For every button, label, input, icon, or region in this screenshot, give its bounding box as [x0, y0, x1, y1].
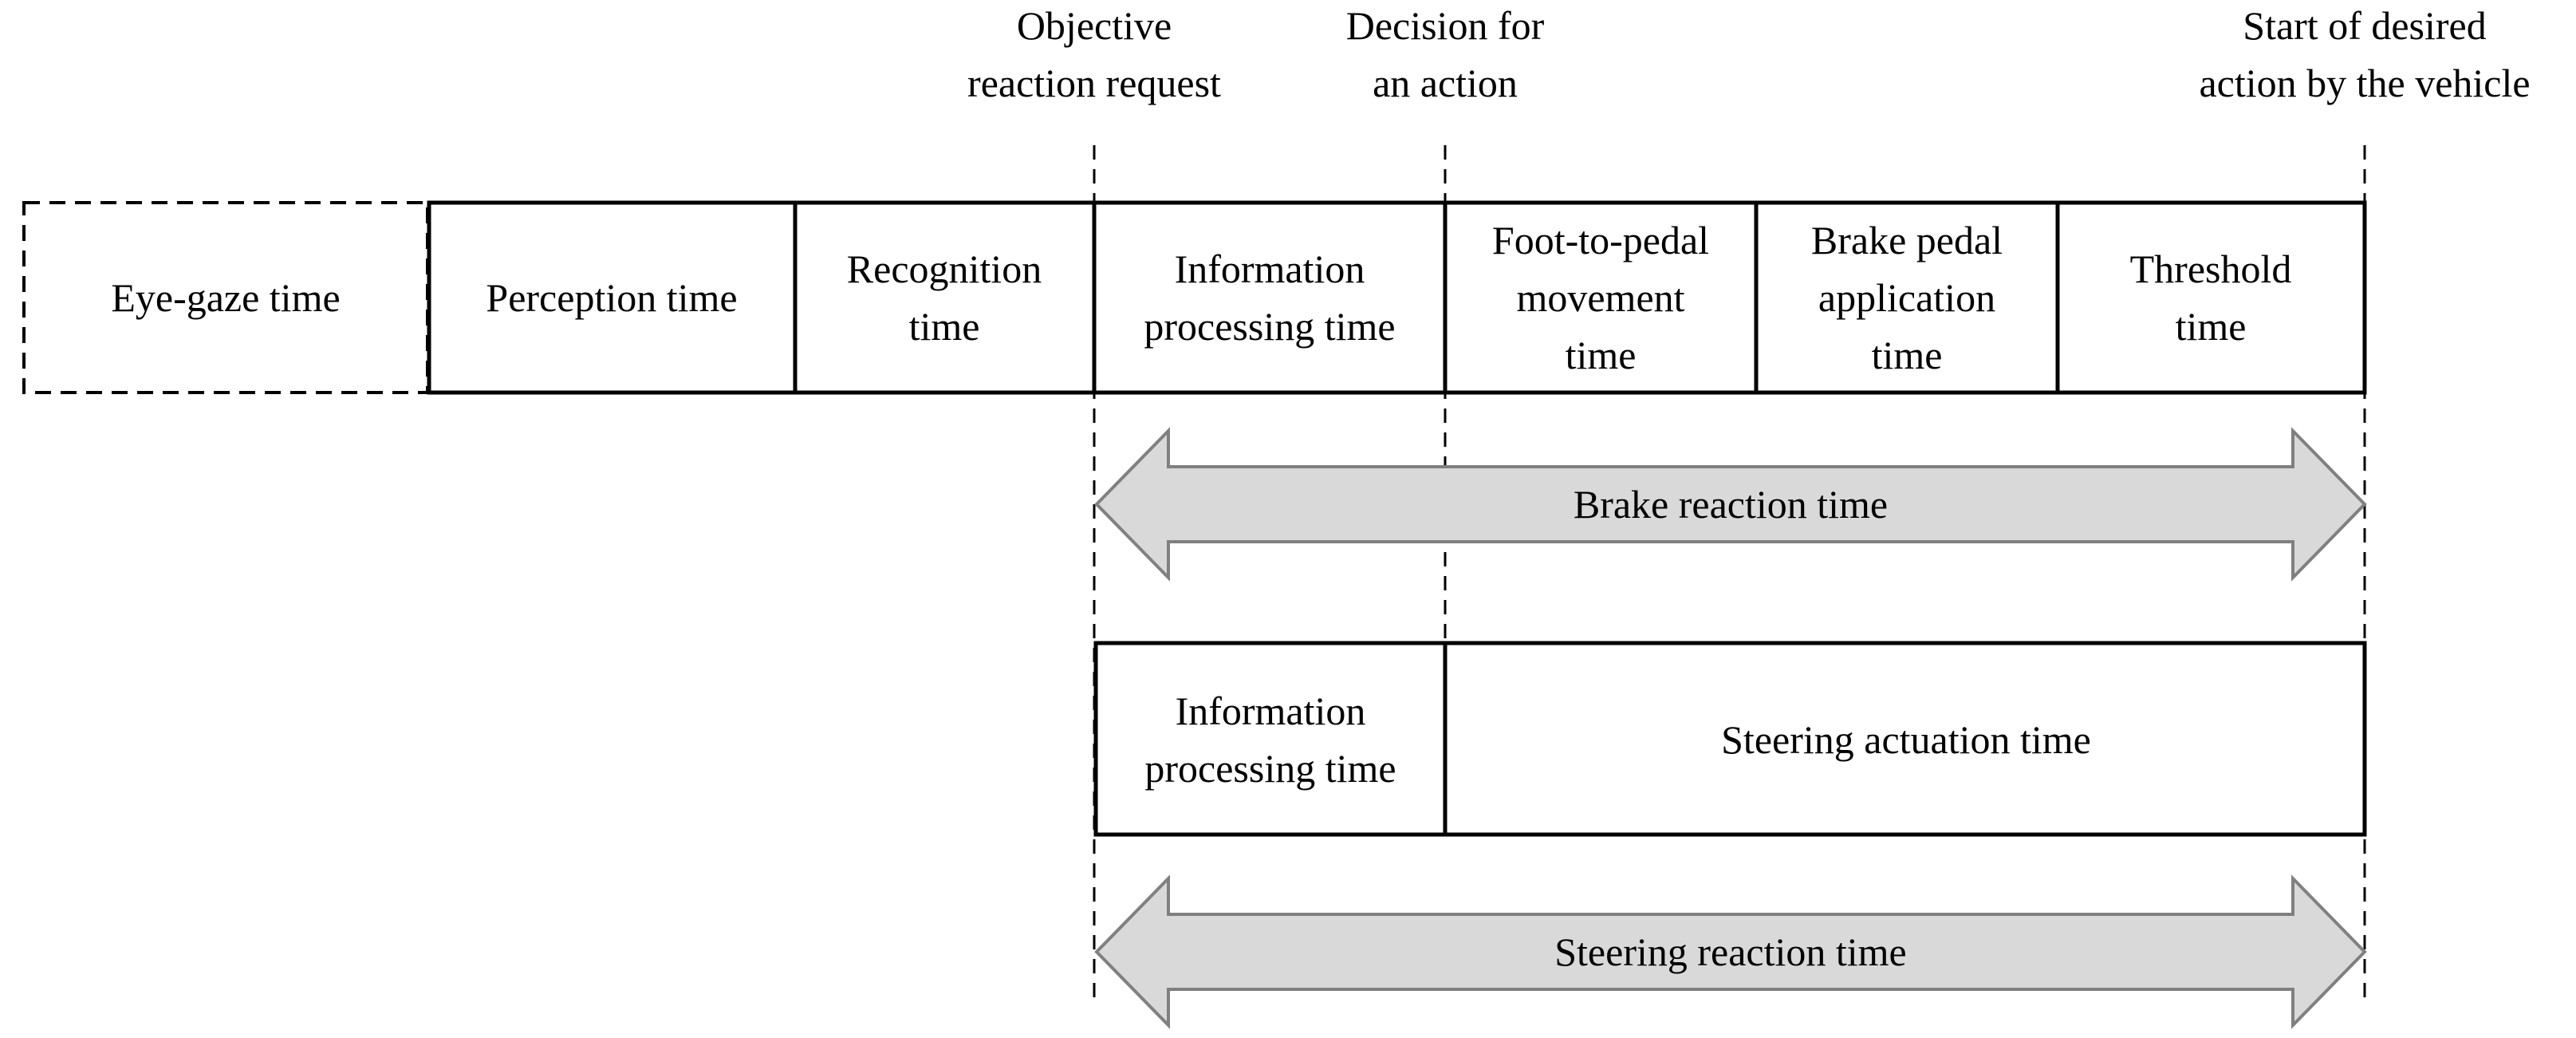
recognition-label: Recognition time	[847, 247, 1042, 349]
steering-row-frame	[1093, 641, 2367, 837]
steering-arrow-shape	[1094, 874, 2367, 1029]
text-line: Brake pedal	[1811, 218, 2003, 262]
steering-row: Information processing time Steering actu…	[1093, 641, 2367, 837]
text-line: time	[1566, 333, 1637, 377]
brake-pedal-label: Brake pedal application time	[1811, 218, 2003, 377]
brake-arrow-shape	[1094, 427, 2367, 582]
brake-arrow-label: Brake reaction time	[1574, 482, 1888, 527]
milestone-reaction-request: Objective reaction request	[967, 3, 1221, 105]
foot-to-pedal-label: Foot-to-pedal movement time	[1492, 218, 1709, 377]
text-line: Objective	[1017, 3, 1172, 48]
text-line: Recognition	[847, 247, 1042, 291]
eye-gaze-label: Eye-gaze time	[111, 275, 340, 320]
top-row: Eye-gaze time Perception time Recognitio…	[22, 200, 2367, 395]
milestone-action-start: Start of desired action by the vehicle	[2199, 3, 2530, 105]
milestone-decision: Decision for an action	[1346, 3, 1545, 105]
text-line: Information	[1176, 689, 1366, 733]
threshold-label: Threshold time	[2130, 247, 2292, 349]
text-line: Perception time	[486, 275, 737, 320]
steering-actuation-label: Steering actuation time	[1721, 717, 2091, 762]
text-line: reaction request	[967, 61, 1221, 105]
text-line: processing time	[1144, 304, 1395, 349]
top-row-frame	[427, 200, 2367, 395]
text-line: time	[909, 304, 980, 349]
perception-label: Perception time	[486, 275, 737, 320]
steering-info-processing-label: Information processing time	[1144, 689, 1396, 791]
steering-reaction-arrow: Steering reaction time	[1094, 874, 2367, 1029]
eye-gaze-box	[22, 201, 429, 394]
text-line: Eye-gaze time	[111, 275, 340, 320]
steering-arrow-label: Steering reaction time	[1554, 929, 1907, 974]
text-line: Information	[1175, 247, 1365, 291]
text-line: action by the vehicle	[2199, 61, 2530, 105]
text-line: Threshold	[2130, 247, 2292, 291]
info-processing-label: Information processing time	[1144, 247, 1395, 349]
text-line: time	[1872, 333, 1943, 377]
text-line: an action	[1373, 61, 1518, 105]
text-line: processing time	[1144, 746, 1396, 791]
text-line: movement	[1516, 275, 1684, 320]
text-line: application	[1818, 275, 1995, 320]
text-line: Foot-to-pedal	[1492, 218, 1709, 262]
text-line: Steering actuation time	[1721, 717, 2091, 762]
brake-reaction-arrow: Brake reaction time	[1094, 427, 2367, 582]
text-line: Start of desired	[2243, 3, 2486, 48]
text-line: time	[2176, 304, 2247, 349]
text-line: Decision for	[1346, 3, 1545, 48]
